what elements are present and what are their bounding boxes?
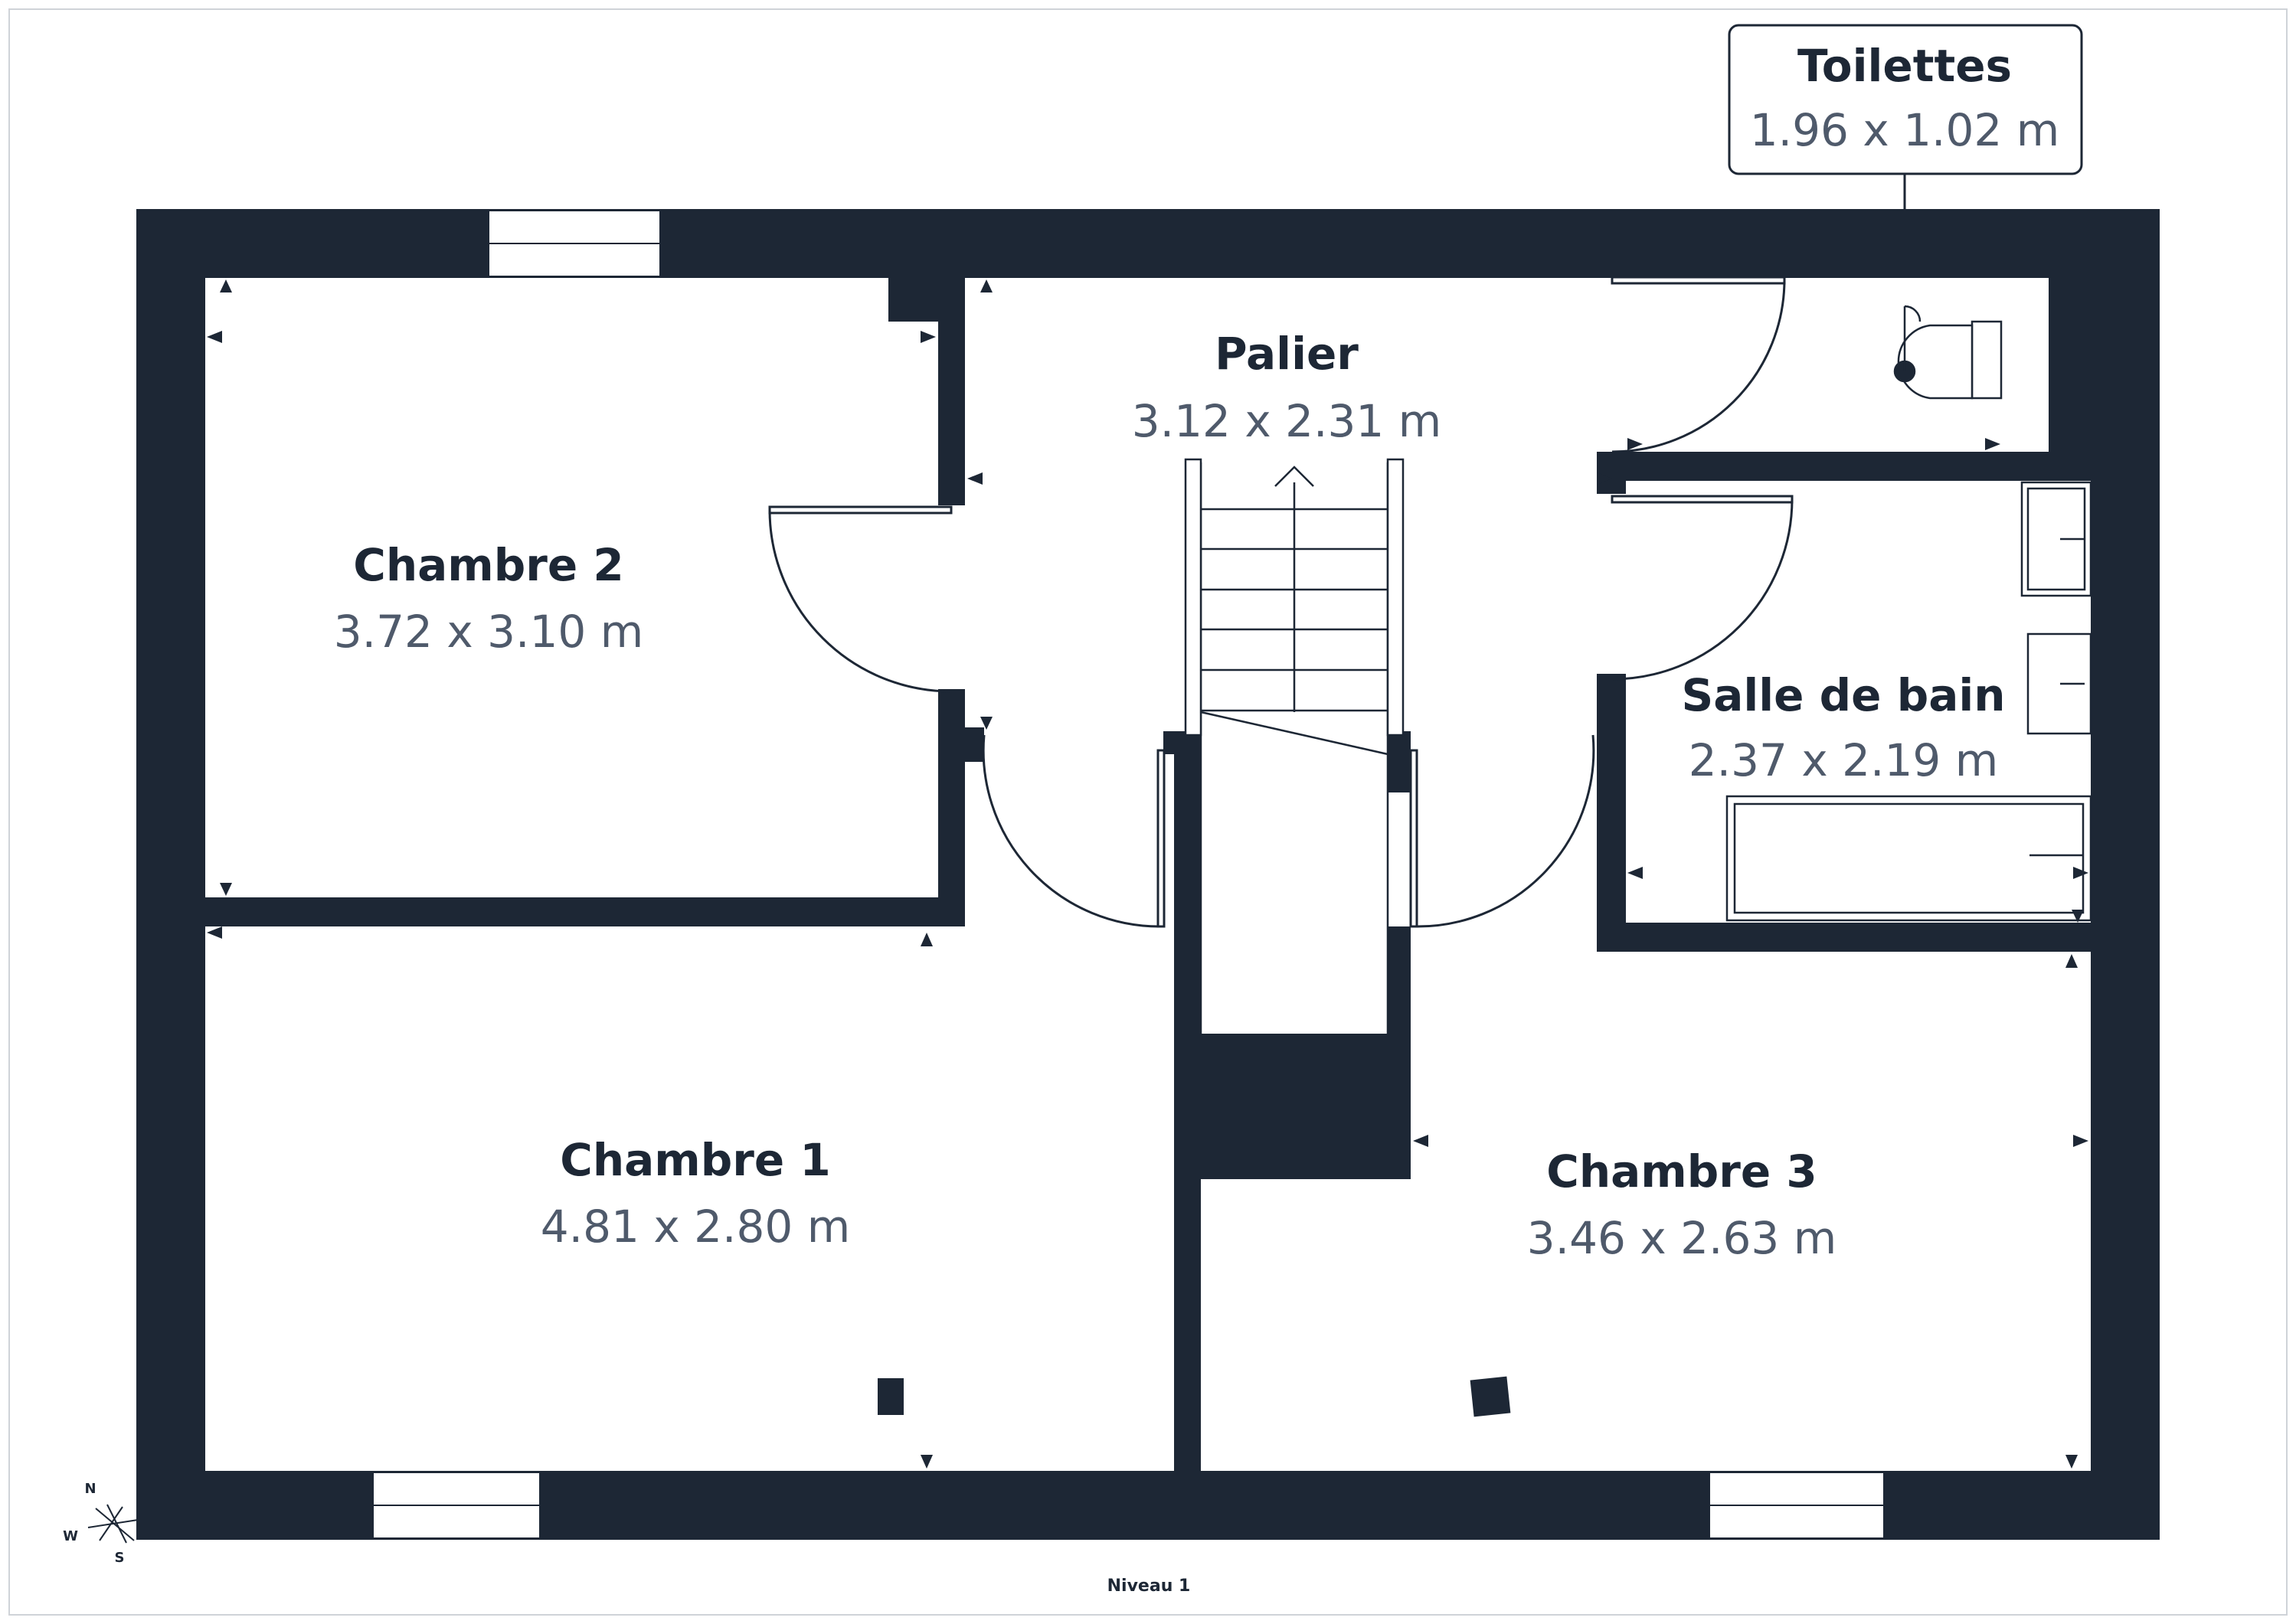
door-leaf-toilettes — [1611, 276, 1786, 285]
room-name-chambre2: Chambre 2 — [353, 539, 623, 591]
wall-chambre2-right-upper — [938, 272, 965, 505]
fixtures — [1725, 305, 2092, 922]
door-leaf-chambre1 — [1156, 749, 1166, 928]
compass-s-label: S — [115, 1550, 125, 1566]
windows — [372, 210, 1885, 1539]
measurement-ticks — [207, 279, 2088, 1469]
staircase — [1184, 458, 1405, 1034]
wall-toilettes-bottom — [1597, 452, 2091, 481]
wall-sdb-bottom — [1597, 923, 2091, 952]
outer-wall-top — [136, 209, 2160, 278]
outer-wall-left — [136, 209, 205, 1540]
door-leaf-sdb — [1611, 495, 1794, 504]
room-name-palier: Palier — [1215, 328, 1359, 380]
wall-chambre2-bottom — [205, 897, 965, 926]
wall-stair-right-lower — [1388, 926, 1411, 1179]
room-name-toilettes: Toilettes — [1797, 40, 2012, 92]
door-swing-sdb — [1611, 498, 1794, 681]
room-dimensions-salle-de-bain: 2.37 x 2.19 m — [1689, 734, 1998, 786]
room-name-chambre3: Chambre 3 — [1546, 1145, 1817, 1198]
wall-sdb-left — [1597, 674, 1626, 949]
room-dimensions-chambre1: 4.81 x 2.80 m — [541, 1201, 850, 1253]
room-dimensions-toilettes: 1.96 x 1.02 m — [1750, 104, 2059, 156]
wall-stair-right — [1388, 731, 1411, 792]
level-label: Niveau 1 — [1107, 1577, 1191, 1596]
pillar-chambre1 — [878, 1378, 904, 1415]
compass-w-label: W — [63, 1528, 78, 1544]
door-leaf-chambre3 — [1409, 749, 1418, 928]
room-dimensions-chambre3: 3.46 x 2.63 m — [1527, 1212, 1836, 1264]
door-swing-chambre2 — [768, 509, 952, 693]
compass-rose-icon — [87, 1504, 139, 1544]
pillar-chambre3 — [1470, 1376, 1511, 1417]
door-swing-chambre1 — [982, 734, 1161, 928]
room-name-salle-de-bain: Salle de bain — [1681, 669, 2005, 721]
compass-n-label: N — [84, 1481, 96, 1497]
door-leaf-chambre2 — [768, 505, 953, 515]
wall-central-column — [1174, 1034, 1410, 1179]
wall-toilettes-right — [2049, 272, 2091, 452]
wall-chambre2-nib — [888, 272, 938, 322]
toilet-tank — [1971, 320, 2003, 400]
wall-chambre2-right-lower — [938, 689, 965, 926]
page-border — [8, 8, 2288, 1616]
outer-wall-right — [2091, 209, 2160, 1540]
room-dimensions-chambre2: 3.72 x 3.10 m — [334, 606, 643, 658]
door-swing-toilettes — [1611, 279, 1786, 453]
wall-stair-left — [1174, 731, 1201, 1034]
door-swing-chambre3 — [1413, 734, 1595, 928]
room-name-chambre1: Chambre 1 — [560, 1134, 830, 1186]
room-dimensions-palier: 3.12 x 2.31 m — [1132, 395, 1441, 447]
doors — [768, 276, 1794, 928]
wall-sdb-left-top — [1597, 452, 1626, 494]
wall-chambre2-nib2 — [965, 727, 984, 762]
